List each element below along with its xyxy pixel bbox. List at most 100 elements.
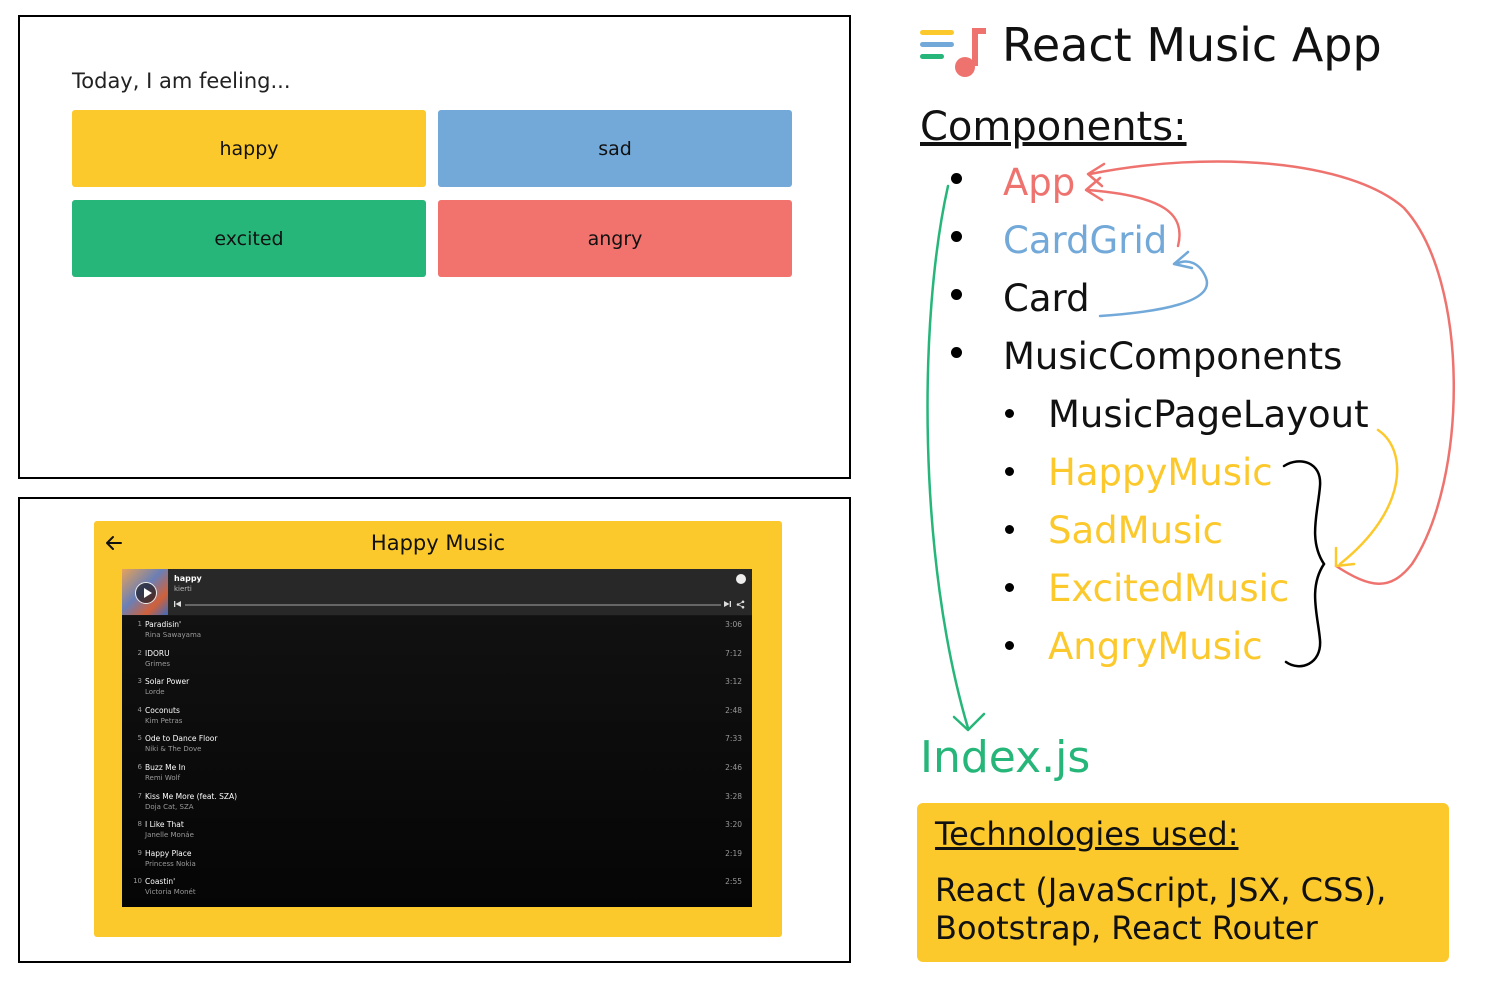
index-js-label: Index.js: [920, 732, 1091, 783]
bullet: [1005, 525, 1014, 534]
playlist-cover: [122, 569, 168, 615]
track-row[interactable]: 2 IDORU Grimes 7:12: [122, 646, 752, 674]
arrowhead-music: [1334, 546, 1356, 568]
spotify-embed-player[interactable]: happy kierti 1 Paradisi: [122, 569, 752, 907]
track-artist: Victoria Monét: [145, 888, 196, 897]
track-row[interactable]: 3 Solar Power Lorde 3:12: [122, 674, 752, 702]
track-title: Buzz Me In: [145, 763, 186, 772]
bullet: [951, 289, 962, 300]
angry-button[interactable]: angry: [438, 200, 792, 277]
track-number: 4: [137, 705, 142, 714]
happy-music-page: Happy Music happy kierti: [94, 521, 782, 937]
track-title: Kiss Me More (feat. SZA): [145, 791, 238, 801]
spotify-logo-icon[interactable]: [736, 574, 746, 584]
track-duration: 2:48: [725, 705, 742, 715]
track-row[interactable]: 10 Coastin' Victoria Monét 2:55: [122, 874, 752, 902]
track-number: 5: [137, 734, 142, 743]
arrow-card-to-cardgrid: [1098, 260, 1209, 318]
track-row[interactable]: 4 Coconuts Kim Petras 2:48: [122, 703, 752, 731]
track-title: Coastin': [145, 877, 176, 887]
track-duration: 2:55: [725, 877, 742, 887]
track-duration: 3:28: [725, 791, 742, 801]
components-heading: Components:: [920, 104, 1187, 150]
component-card: Card: [1003, 277, 1090, 320]
happy-button[interactable]: happy: [72, 110, 426, 187]
track-number: 9: [137, 848, 142, 857]
track-row[interactable]: 5 Ode to Dance Floor Niki & The Dove 7:3…: [122, 731, 752, 759]
mood-selection-screenshot: Today, I am feeling... happy sad excited…: [18, 15, 851, 479]
track-artist: Niki & The Dove: [145, 745, 202, 754]
bullet: [1005, 641, 1014, 650]
track-row[interactable]: 7 Kiss Me More (feat. SZA) Doja Cat, SZA…: [122, 789, 752, 817]
component-angrymusic: AngryMusic: [1048, 625, 1263, 668]
music-page-title: Happy Music: [370, 531, 506, 555]
music-playlist-logo-icon: [920, 28, 986, 77]
track-duration: 3:20: [725, 820, 742, 830]
progress-bar[interactable]: [185, 604, 721, 606]
player-header: happy kierti: [122, 569, 752, 615]
track-duration: 7:12: [725, 648, 742, 658]
next-track-icon[interactable]: [724, 601, 731, 607]
track-artist: Princess Nokia: [145, 859, 196, 868]
technologies-list: React (JavaScript, JSX, CSS), Bootstrap,…: [935, 871, 1387, 947]
playlist-owner: kierti: [174, 585, 192, 593]
bullet: [1005, 583, 1014, 592]
component-app: App: [1003, 161, 1076, 204]
track-number: 1: [137, 620, 142, 628]
track-number: 8: [137, 820, 142, 829]
playlist-name: happy: [174, 574, 202, 583]
sad-button[interactable]: sad: [438, 110, 792, 187]
track-artist: Doja Cat, SZA: [145, 802, 194, 811]
track-number: 10: [133, 877, 142, 886]
track-row[interactable]: 9 Happy Place Princess Nokia 2:19: [122, 846, 752, 874]
track-artist: Janelle Monáe: [145, 831, 194, 840]
track-title: Paradisin': [145, 620, 182, 629]
track-row[interactable]: 6 Buzz Me In Remi Wolf 2:46: [122, 760, 752, 788]
track-duration: 2:46: [725, 763, 742, 772]
arrow-app-to-index: [926, 184, 970, 730]
app-title: React Music App: [1002, 18, 1382, 72]
track-duration: 2:19: [725, 848, 742, 858]
track-number: 6: [137, 763, 142, 771]
track-title: Happy Place: [145, 848, 192, 858]
back-arrow-icon[interactable]: [104, 533, 124, 553]
technologies-heading: Technologies used:: [935, 815, 1239, 853]
track-row[interactable]: 1 Paradisin' Rina Sawayama 3:06: [122, 617, 752, 645]
component-musiccomponents: MusicComponents: [1003, 335, 1343, 378]
track-number: 7: [137, 791, 142, 800]
track-title: Coconuts: [145, 705, 180, 715]
component-musicpagelayout: MusicPageLayout: [1048, 393, 1369, 436]
arrowhead-index: [952, 712, 986, 732]
excited-button[interactable]: excited: [72, 200, 426, 277]
brace-music-group: [1282, 460, 1326, 668]
track-row[interactable]: 8 I Like That Janelle Monáe 3:20: [122, 817, 752, 845]
component-sadmusic: SadMusic: [1048, 509, 1223, 552]
arrowhead-cardgrid: [1172, 250, 1194, 270]
track-artist: Remi Wolf: [145, 774, 181, 782]
component-cardgrid: CardGrid: [1003, 219, 1168, 262]
component-happymusic: HappyMusic: [1048, 451, 1273, 494]
mood-prompt: Today, I am feeling...: [72, 69, 291, 93]
track-number: 2: [137, 648, 142, 657]
bullet: [1005, 467, 1014, 476]
music-page-screenshot: Happy Music happy kierti: [18, 497, 851, 963]
bullet: [951, 231, 962, 242]
bullet: [1005, 409, 1014, 418]
bullet: [951, 173, 962, 184]
track-artist: Lorde: [145, 688, 165, 697]
arrowhead-app-lower: [1084, 176, 1104, 202]
share-icon[interactable]: [736, 600, 745, 609]
previous-track-icon[interactable]: [174, 601, 181, 607]
track-artist: Rina Sawayama: [145, 631, 202, 639]
track-duration: 3:12: [725, 677, 742, 687]
technologies-box: Technologies used: React (JavaScript, JS…: [917, 803, 1449, 962]
track-duration: 7:33: [725, 734, 742, 744]
track-artist: Grimes: [145, 659, 171, 668]
component-excitedmusic: ExcitedMusic: [1048, 567, 1290, 610]
arrow-layout-to-music: [1338, 428, 1399, 566]
track-number: 3: [137, 677, 142, 686]
arrowhead-app-upper: [1086, 162, 1106, 188]
play-icon[interactable]: [135, 582, 157, 604]
track-artist: Kim Petras: [145, 716, 183, 725]
track-duration: 3:06: [725, 620, 742, 629]
